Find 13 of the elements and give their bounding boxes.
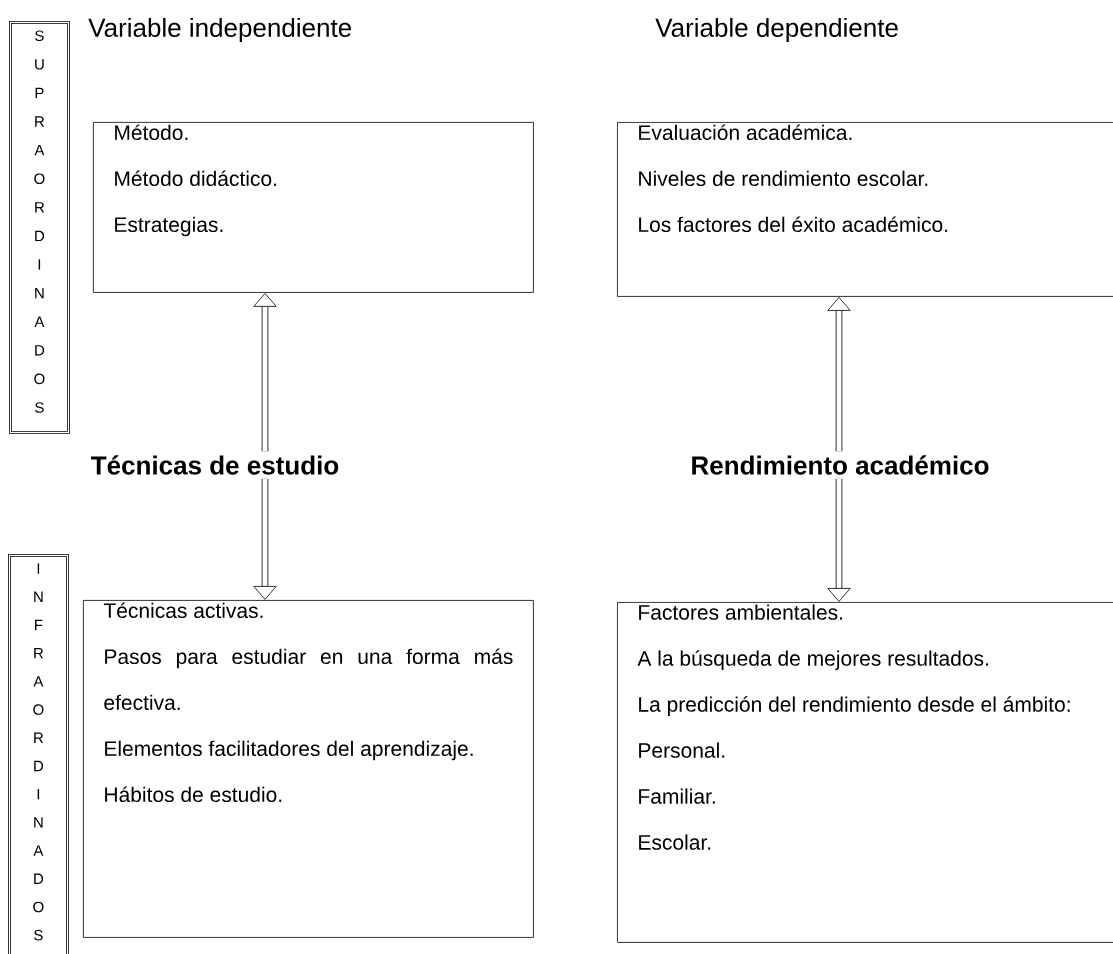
text-box: Método. Método didáctico. Estrategias. xyxy=(93,122,534,293)
block-arrow xyxy=(253,478,277,600)
text-box: Técnicas activas. Pasos para estudiar en una forma más efectiva. Elementos facilitadores del aprendizaje. Hábitos de estudio. xyxy=(83,600,534,938)
vertical-label-box: S U P R A O R D I N A D O S xyxy=(9,21,70,434)
concept-heading: Rendimiento académico xyxy=(692,455,989,475)
concept-heading: Técnicas de estudio xyxy=(91,455,339,475)
block-arrow xyxy=(827,478,851,602)
variable-heading: Variable dependiente xyxy=(655,17,898,43)
block-arrow xyxy=(253,293,277,452)
block-arrow xyxy=(827,297,851,452)
text-box: Factores ambientales. A la búsqueda de mejores resultados. La predicción del rendimiento desde el ámbito: Personal. Familiar. Escolar. xyxy=(617,602,1113,943)
vertical-label-box: I N F R A O R D I N A D O S xyxy=(8,554,69,954)
text-box: Evaluación académica. Niveles de rendimiento escolar. Los factores del éxito académico. xyxy=(617,122,1113,297)
